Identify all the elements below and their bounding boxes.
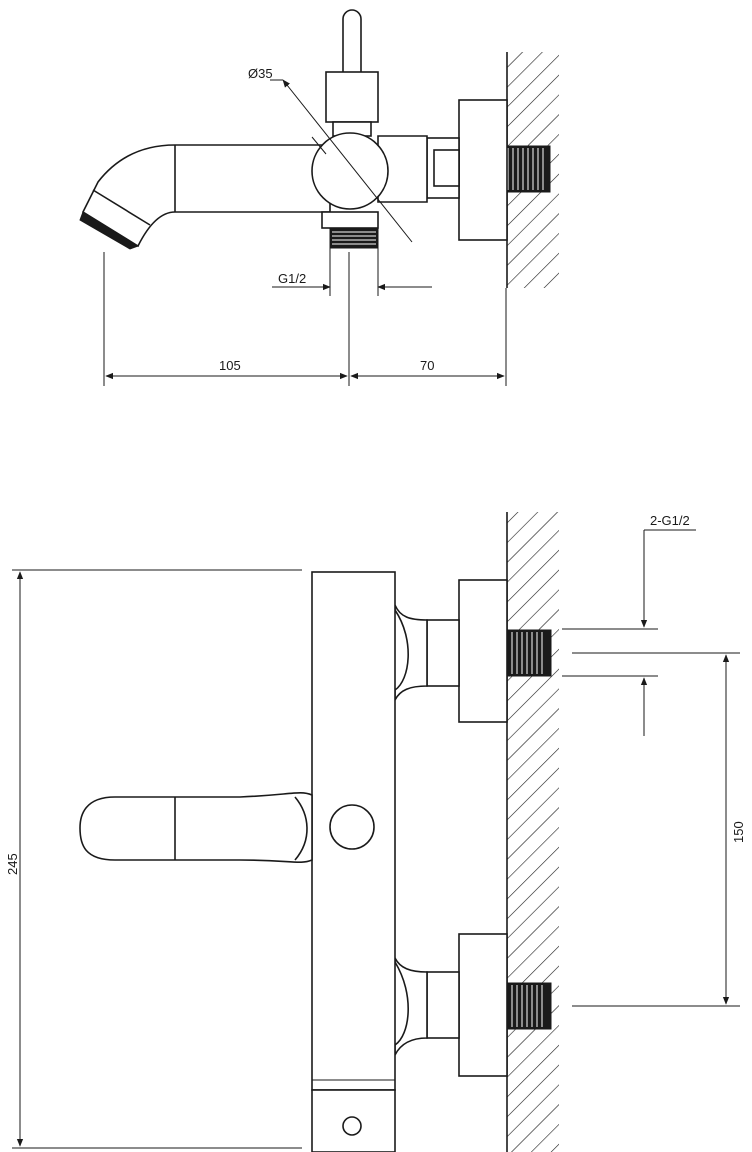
spout [81,144,331,248]
mixer-lever [79,792,313,864]
wall-thread-upper [506,629,552,677]
wall-thread-top [502,145,551,193]
thread-label: G1/2 [278,271,306,286]
dim-spout: 105 [219,358,241,373]
flange-top [458,99,508,241]
front-view: 245 2-G1/2 150 [5,512,746,1152]
flange-lower [458,933,508,1077]
side-view: Ø35 G1/2 105 70 [79,9,559,386]
mixer-body-circle [311,132,389,210]
inlet-spacing-label: 150 [731,821,746,843]
height-label: 245 [5,853,20,875]
bottom-cap [311,1089,396,1152]
inlet-thread-label: 2-G1/2 [650,513,690,528]
diverter-knob [329,804,375,850]
flange-upper [458,579,508,723]
dim-wall: 70 [420,358,434,373]
outlet-thread [329,227,379,249]
diameter-label: Ø35 [248,66,273,81]
wall-hatch-bottom [507,512,559,1152]
wall-thread-lower [506,982,552,1030]
